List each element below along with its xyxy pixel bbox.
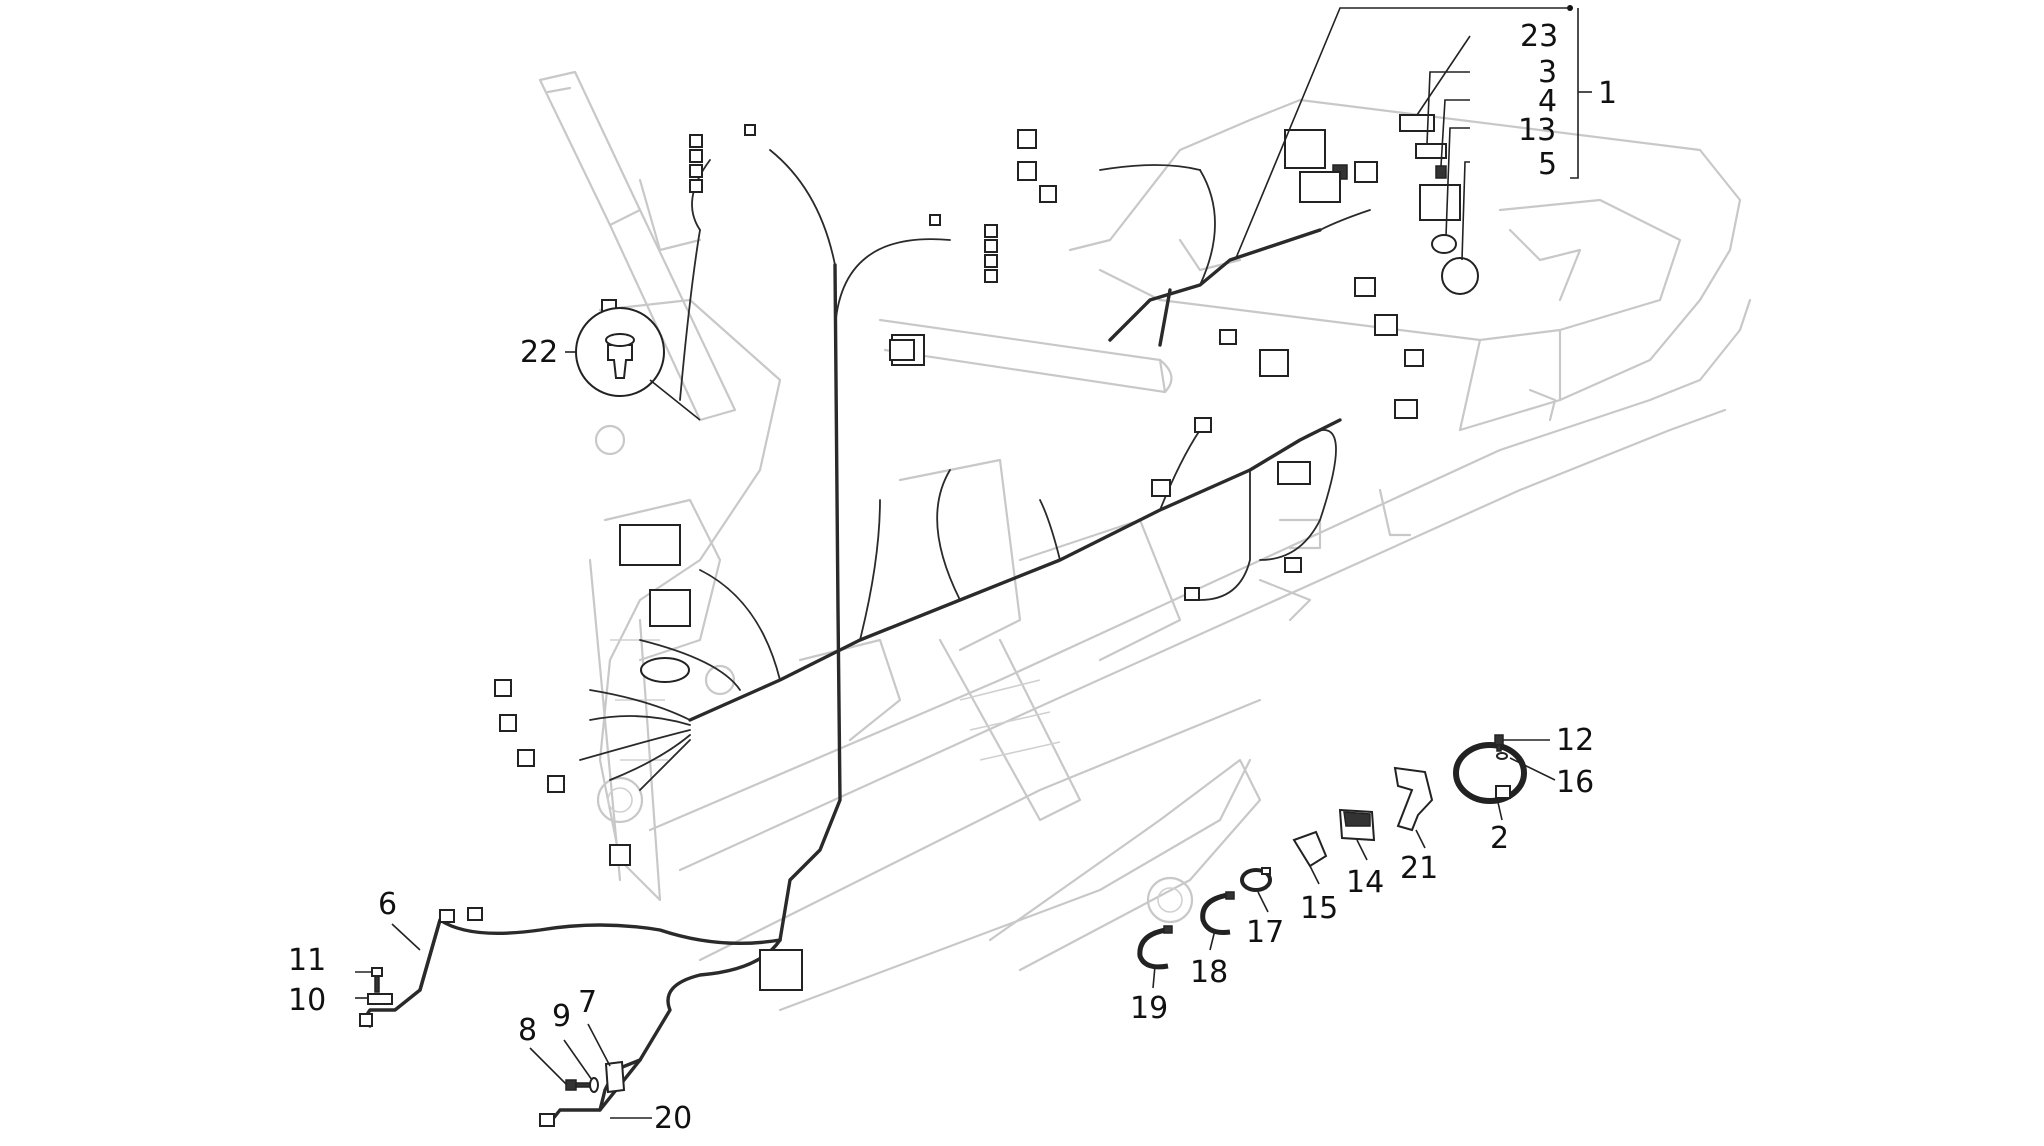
callout-23: 23 <box>1520 19 1558 54</box>
callout-16: 16 <box>1556 765 1594 800</box>
callout-2: 2 <box>1490 821 1509 856</box>
callout-9: 9 <box>552 999 571 1034</box>
part-16-washer <box>1496 752 1508 760</box>
part-10-bracket <box>367 993 393 1005</box>
callout-22: 22 <box>520 335 558 370</box>
callout-6: 6 <box>378 887 397 922</box>
part-19-band <box>1137 925 1173 970</box>
part-9-washer <box>589 1077 599 1093</box>
part-6-cable <box>359 907 483 1028</box>
callout-8: 8 <box>518 1013 537 1048</box>
callout-labels: 1 2 3 4 5 6 7 8 9 10 11 12 13 14 15 16 1… <box>288 19 1617 1136</box>
part-2-hose-clamp <box>1453 742 1527 804</box>
callout-10: 10 <box>288 983 326 1018</box>
part-18-band <box>1200 891 1235 935</box>
callout-4: 4 <box>1538 84 1557 119</box>
callout-3: 3 <box>1538 55 1557 90</box>
part-3-cover <box>1415 143 1447 159</box>
callout-15: 15 <box>1300 891 1338 926</box>
part-22-clip <box>575 307 665 397</box>
part-8-screw <box>565 1079 591 1091</box>
callout-18: 18 <box>1190 955 1228 990</box>
part-20-cable <box>539 1058 642 1127</box>
main-wiring-harness <box>418 149 1371 1112</box>
callout-12: 12 <box>1556 723 1594 758</box>
part-15-holder <box>1292 830 1328 868</box>
part-13-clamp <box>1431 234 1457 254</box>
callout-11: 11 <box>288 943 326 978</box>
part-14-clip <box>1338 808 1376 842</box>
part-21-bracket <box>1393 766 1434 832</box>
callout-7: 7 <box>578 985 597 1020</box>
callout-20: 20 <box>654 1101 692 1136</box>
harness-connectors <box>494 124 1461 991</box>
callout-14: 14 <box>1346 865 1384 900</box>
part-5-band <box>1441 257 1479 295</box>
callout-5: 5 <box>1538 147 1557 182</box>
callout-17: 17 <box>1246 915 1284 950</box>
part-11-screw <box>371 967 383 993</box>
part-17-clamp <box>1240 867 1272 892</box>
callout-13: 13 <box>1518 113 1556 148</box>
callout-1: 1 <box>1598 76 1617 111</box>
callout-19: 19 <box>1130 991 1168 1026</box>
part-7-bracket <box>604 1060 626 1094</box>
leader-lines <box>355 5 1592 1119</box>
part-4-clip <box>1435 165 1447 179</box>
callout-21: 21 <box>1400 851 1438 886</box>
scooter-frame <box>538 70 1752 1012</box>
